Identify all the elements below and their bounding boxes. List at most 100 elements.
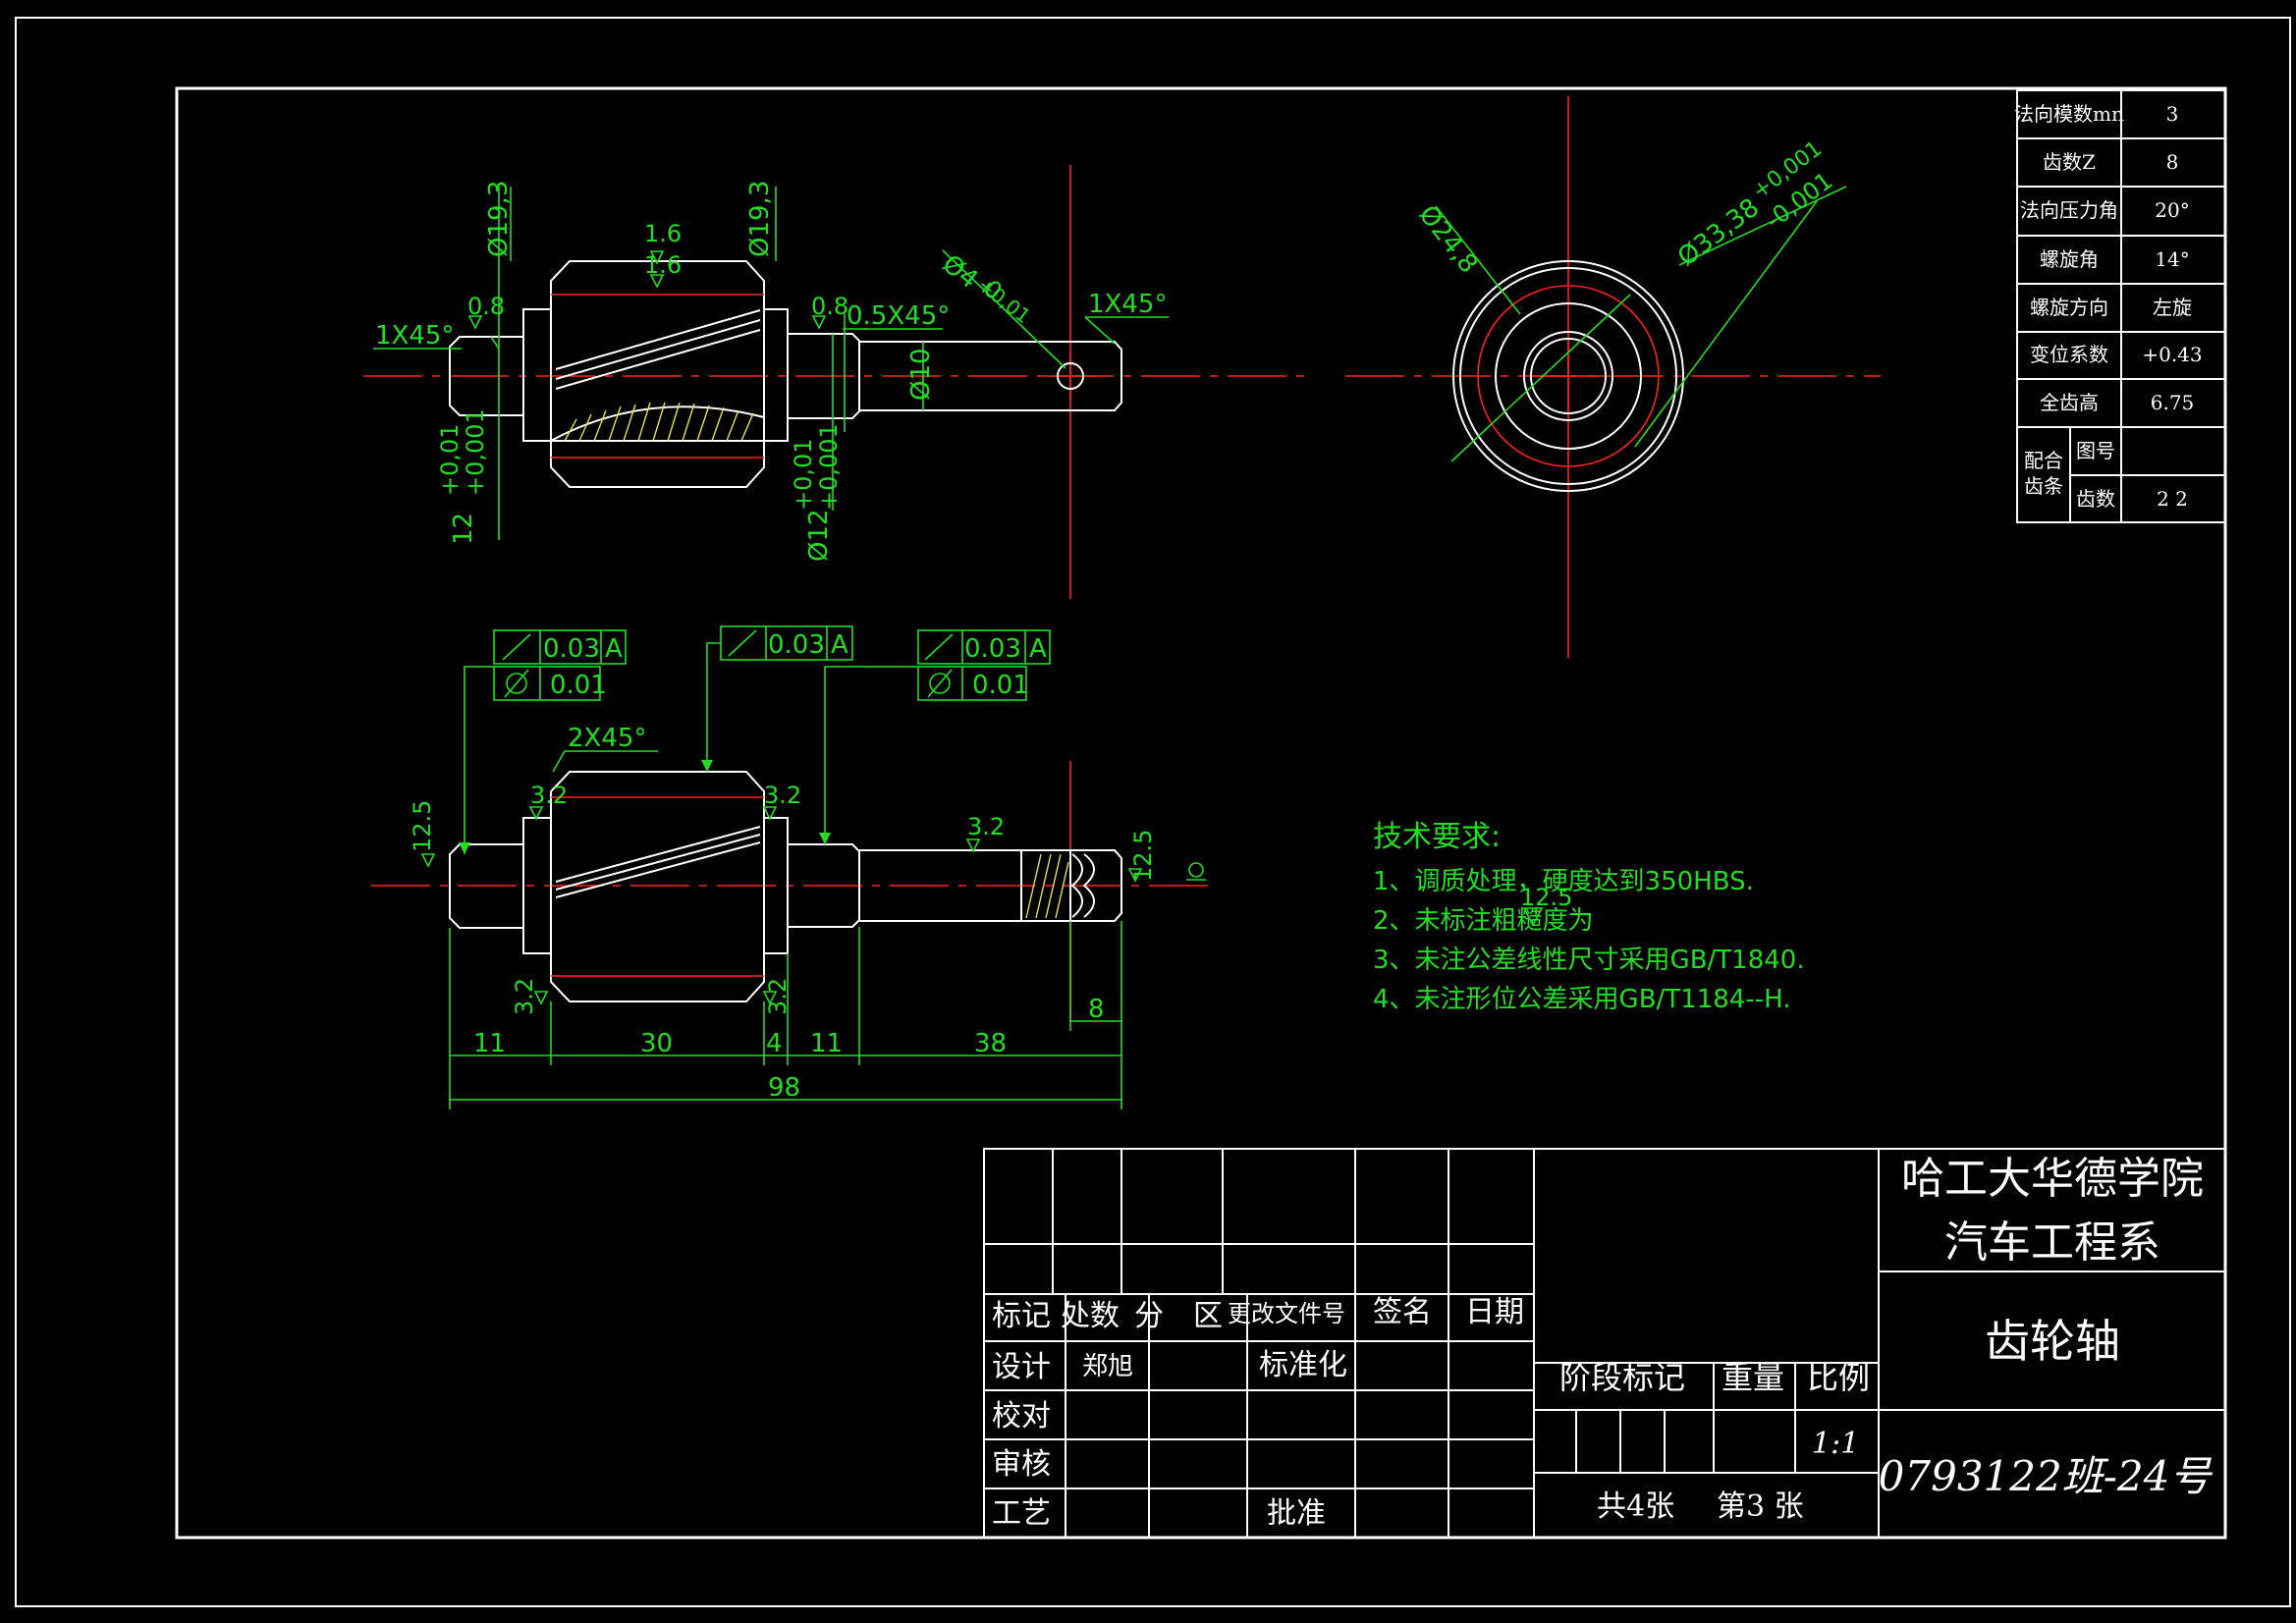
dim-len-1: 11	[473, 1029, 506, 1058]
rough-front-4: 3.2	[511, 978, 538, 1015]
tol-runout-2: 0.03	[768, 630, 825, 660]
stage-label: 阶段标记	[1559, 1359, 1685, 1396]
tech-requirements: 技术要求: 1、调质处理，硬度达到350HBS. 2、未标注粗糙度为 12.5 …	[1373, 820, 1805, 1014]
rough-front-3: 3.2	[764, 782, 801, 809]
param-value: 8	[2166, 150, 2179, 174]
tol-datum-2: A	[831, 630, 848, 660]
rough-top-b: 1.6	[644, 251, 682, 279]
dim-dia-right: Ø19,3	[745, 181, 775, 257]
dim-journal-right: Ø12	[804, 509, 834, 562]
tolerance-frames: 0.03 A 0.01 0.03 A 0.03 A 0.01 2X45°	[459, 625, 1051, 854]
tol-datum-3: A	[1029, 634, 1047, 664]
drawing-number: 0793122班-24号	[1879, 1452, 2214, 1500]
dim-root-dia: Ø24,8	[1412, 200, 1483, 279]
part-name: 齿轮轴	[1985, 1315, 2120, 1368]
rough-front-7: 12.5	[1129, 830, 1157, 882]
param-value: 14°	[2155, 247, 2189, 271]
tol-runout-3: 0.03	[964, 634, 1021, 664]
dim-journal-left-value: 12	[449, 513, 478, 545]
param-label: 法向压力角	[2020, 198, 2118, 222]
parameter-table: 法向模数mn 3 齿数Z 8 法向压力角 20° 螺旋角 14° 螺旋方向 左旋…	[2014, 89, 2226, 523]
tech-title: 技术要求:	[1373, 820, 1501, 854]
tol-datum-1: A	[605, 634, 623, 664]
dim-journal-left-lower: +0,001	[462, 408, 489, 496]
title-block: 标记 处数 分 区 更改文件号 签名 日期 设计 郑旭 标准化 校对 审核 工艺…	[983, 1148, 2226, 1539]
front-length-dimensions: 11 30 4 11 38 8 98	[449, 921, 1122, 1109]
tech-rough-symbol-value: 12.5	[1520, 884, 1572, 911]
outer-border	[15, 17, 2291, 1607]
teeth-label: 齿数	[2076, 487, 2115, 511]
header-zone-b: 区	[1193, 1299, 1223, 1333]
design-label: 设计	[992, 1350, 1051, 1384]
param-value: 6.75	[2151, 391, 2195, 414]
param-label: 全齿高	[2040, 391, 2099, 414]
end-view	[1345, 96, 1881, 658]
drawing-no-label: 图号	[2076, 439, 2115, 462]
institution-line1: 哈工大华德学院	[1901, 1154, 2204, 1204]
tech-item-4: 4、未注形位公差采用GB/T1184--H.	[1373, 985, 1790, 1014]
dim-shaft-dia: Ø10	[906, 348, 936, 401]
param-label: 螺旋方向	[2030, 296, 2108, 319]
scale-value: 1:1	[1812, 1427, 1859, 1461]
dim-journal-right-lower: +0,001	[815, 423, 843, 511]
approve-label: 批准	[1267, 1496, 1326, 1531]
end-view-dimensions: Ø24,8 Ø33,38+0,001 -0,001	[1412, 136, 1847, 462]
check-label: 校对	[992, 1399, 1051, 1434]
param-label: 螺旋角	[2040, 247, 2099, 271]
dim-chamfer-right: 1X45°	[1088, 290, 1167, 319]
dim-len-2: 30	[640, 1029, 673, 1058]
dim-chamfer-mid: 0.5X45°	[847, 301, 950, 331]
rough-top-a: 1.6	[644, 220, 682, 247]
teeth-value: 2 2	[2157, 487, 2188, 511]
header-signature: 签名	[1373, 1295, 1432, 1329]
mating-gear-label: 齿条	[2024, 474, 2063, 498]
weight-label: 重量	[1722, 1359, 1784, 1396]
dim-len-3: 4	[766, 1029, 783, 1058]
param-value: 左旋	[2153, 296, 2192, 319]
header-date: 日期	[1465, 1295, 1524, 1329]
tol-cyl-1: 0.01	[550, 671, 607, 700]
param-label: 变位系数	[2030, 343, 2108, 366]
tech-item-1: 1、调质处理，硬度达到350HBS.	[1373, 867, 1754, 896]
mating-gear-label: 配合	[2024, 449, 2063, 472]
param-value: +0.43	[2142, 343, 2202, 366]
header-zone-a: 分	[1134, 1299, 1164, 1333]
dim-len-4: 11	[810, 1029, 843, 1058]
dim-tip-dia-value: Ø33,38	[1672, 193, 1765, 273]
tech-item-3: 3、未注公差线性尺寸采用GB/T1840.	[1373, 946, 1805, 975]
rough-front-1: 12.5	[409, 800, 436, 852]
param-label: 法向模数mn	[2014, 102, 2124, 126]
scale-label: 比例	[1807, 1359, 1870, 1396]
header-count: 处数	[1061, 1299, 1120, 1333]
review-label: 审核	[992, 1447, 1051, 1482]
param-value: 20°	[2155, 198, 2189, 222]
dim-journal-left: 12	[449, 513, 478, 545]
top-view-dimensions: Ø19,3 Ø19,3 12 +0,01 +0,001 Ø12 +0,01 +0…	[373, 181, 1169, 562]
tol-cyl-3: 0.01	[972, 671, 1029, 700]
sheet-count: 共4张	[1597, 1489, 1674, 1524]
process-label: 工艺	[992, 1496, 1051, 1531]
header-change-doc: 更改文件号	[1228, 1300, 1345, 1327]
tech-item-2: 2、未标注粗糙度为	[1373, 906, 1594, 936]
header-mark: 标记	[992, 1299, 1051, 1333]
dim-thread-len: 8	[1088, 995, 1105, 1024]
institution-line2: 汽车工程系	[1944, 1217, 2160, 1268]
dim-front-chamfer: 2X45°	[568, 724, 646, 753]
dim-chamfer-left: 1X45°	[375, 321, 454, 351]
dim-len-5: 38	[974, 1029, 1007, 1058]
top-view	[363, 165, 1306, 599]
rough-top-d: 0.8	[811, 293, 848, 320]
dim-total: 98	[768, 1073, 800, 1103]
dim-dia-left: Ø19,3	[484, 181, 514, 257]
dim-journal-right-upper: +0,01	[790, 438, 817, 511]
tol-runout-1: 0.03	[543, 634, 600, 664]
designer-name: 郑旭	[1082, 1352, 1133, 1381]
rough-front-6: 3.2	[967, 813, 1005, 840]
sheet-number: 第3 张	[1717, 1489, 1804, 1524]
rough-front-2: 3.2	[530, 782, 568, 809]
dim-journal-left-upper: +0,01	[436, 423, 464, 496]
standardize-label: 标准化	[1259, 1348, 1347, 1382]
param-label: 齿数Z	[2043, 150, 2096, 174]
front-roughness: 12.5 3.2 3.2 3.2 3.2 3.2 12.5	[409, 782, 1206, 1015]
